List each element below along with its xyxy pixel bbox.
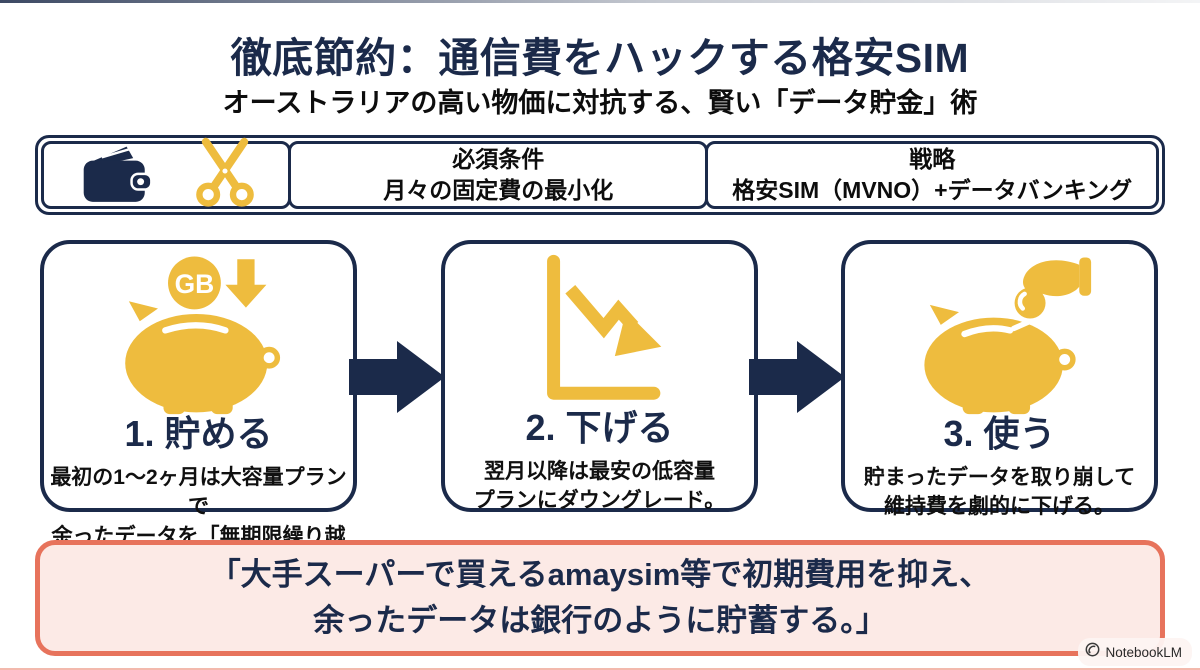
declining-chart-icon [535,244,665,410]
flow-arrow-icon [349,338,445,421]
strategy-value: 格安SIM（MVNO）+データバンキング [732,177,1133,203]
page-title: 徹底節約：通信費をハックする格安SIM [230,35,970,81]
notebooklm-logo-icon [1085,642,1100,662]
step-card-save: GB 1. 貯める 最初の1〜2ヶ月は大容量プランで 余ったデータを「無期限繰り… [40,240,357,577]
wallet-icon [74,140,166,211]
page-subtitle: オーストラリアの高い物価に対抗する、賢い「データ貯金」術 [222,88,978,118]
step-2-line1: 翌月以降は最安の低容量 [484,460,715,483]
step-card-downgrade: 2. 下げる 翌月以降は最安の低容量 プランにダウングレード。 [441,240,758,512]
watermark-label: NotebookLM [1105,644,1182,660]
step-2-line2: プランにダウングレード。 [473,489,726,513]
bottom-edge-line [0,668,1200,670]
requirement-value: 月々の固定費の最小化 [383,177,614,203]
flow-arrow-icon [749,338,845,421]
strategy-label: 戦略 [909,145,956,172]
step-3-title: 3. 使う [943,413,1056,454]
notebooklm-watermark: NotebookLM [1078,638,1192,666]
step-1-title: 1. 貯める [124,413,273,454]
step-2-title: 2. 下げる [525,407,674,448]
quote-line1: 「大手スーパーで買えるamaysim等で初期費用を抑え、 [209,556,991,592]
strategy-cell: 戦略 格安SIM（MVNO）+データバンキング [705,141,1159,209]
step-3-line1: 貯まったデータを取り崩して [863,466,1136,489]
quote-line2: 余ったデータは銀行のように貯蓄する。」 [313,603,887,638]
step-card-use: 3. 使う 貯まったデータを取り崩して 維持費を劇的に下げる。 [841,240,1158,518]
header-bar: 必須条件 月々の固定費の最小化 戦略 格安SIM（MVNO）+データバンキング [35,135,1165,215]
header-icons-cell [41,137,291,211]
scissors-icon [192,137,258,214]
step-2-description: 翌月以降は最安の低容量 プランにダウングレード。 [474,457,726,516]
step-3-line2: 維持費を劇的に下げる。 [884,495,1115,519]
step-3-description: 貯まったデータを取り崩して 維持費を劇的に下げる。 [864,463,1136,522]
step-1-line1: 最初の1〜2ヶ月は大容量プランで [50,466,347,519]
piggy-bank-withdraw-icon [880,244,1120,416]
gb-badge: GB [174,269,214,299]
requirement-label: 必須条件 [452,145,545,172]
quote-box: 「大手スーパーで買えるamaysim等で初期費用を抑え、 余ったデータは銀行のよ… [35,540,1165,656]
piggy-bank-deposit-icon: GB [79,244,319,416]
requirement-cell: 必須条件 月々の固定費の最小化 [288,141,709,209]
top-edge-line [0,0,1200,3]
